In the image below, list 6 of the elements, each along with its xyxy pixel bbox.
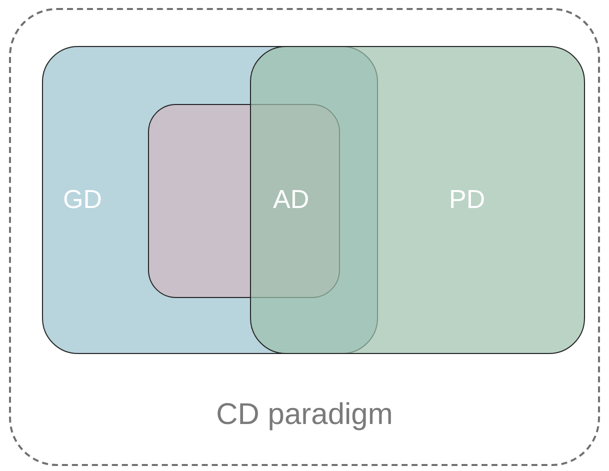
set-box bbox=[250, 46, 585, 354]
set-label: PD bbox=[449, 183, 486, 216]
set-label: AD bbox=[273, 183, 310, 216]
dashed-region bbox=[9, 8, 600, 466]
set-label: GD bbox=[63, 183, 102, 216]
region-label: CD paradigm bbox=[215, 397, 394, 433]
